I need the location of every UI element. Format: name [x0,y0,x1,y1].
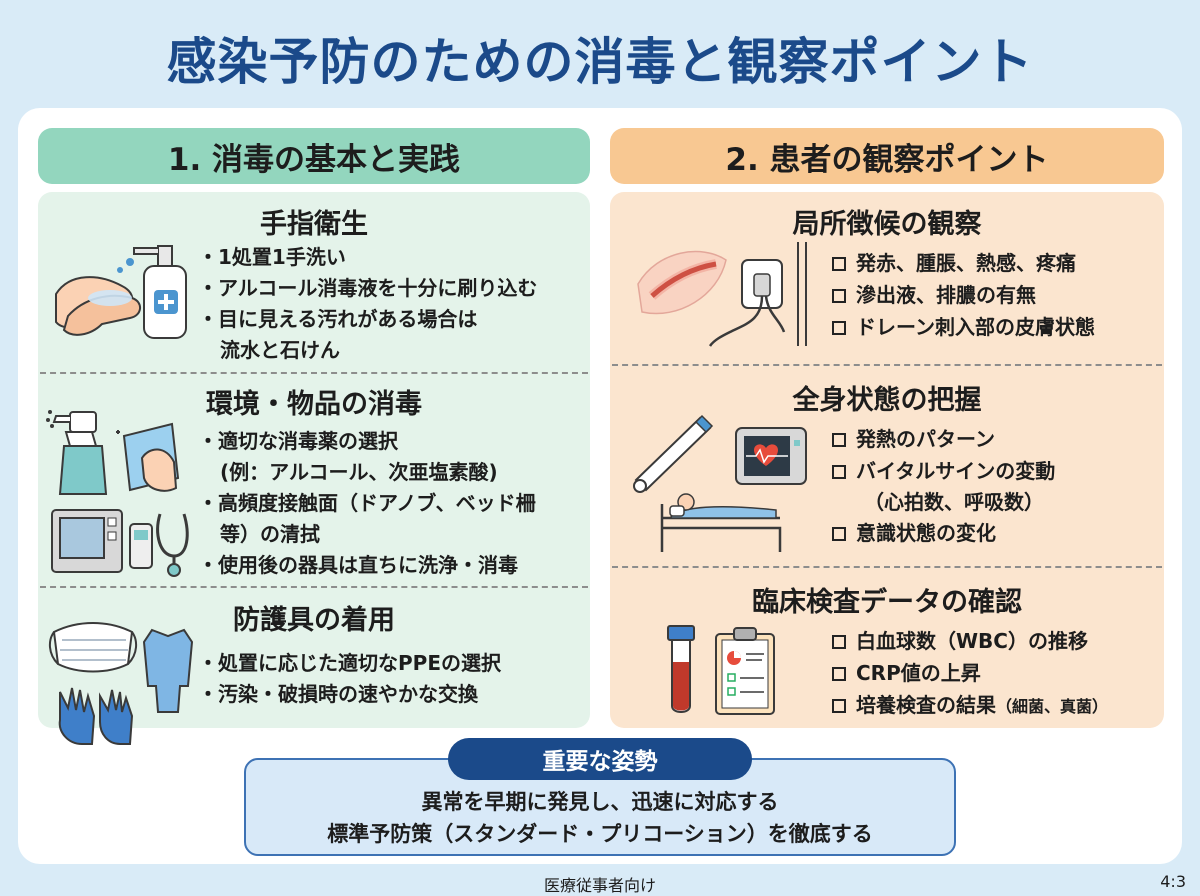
list-item: 等）の清拭 [220,522,320,546]
list-item: ・適切な消毒薬の選択 [198,429,398,453]
checklist-item: 白血球数（WBC）の推移 [832,626,1088,657]
checkbox-icon [832,257,846,271]
section-divider [612,566,1162,568]
list-item: ・高頻度接触面（ドアノブ、ベッド柵 [198,491,536,515]
checklist-item-note: （心拍数、呼吸数） [864,490,1044,514]
footer-ratio: 4:3 [1160,872,1186,891]
checklist-item: 意識状態の変化 [832,518,996,549]
list-item: ・目に見える汚れがある場合は [198,307,478,331]
section-divider [40,372,588,374]
important-label: 重要な姿勢 [448,738,752,780]
list-item: 流水と石けん [220,338,340,362]
important-line: 標準予防策（スタンダード・プリコーション）を徹底する [327,822,873,846]
checkbox-icon [832,321,846,335]
section-divider [40,586,588,588]
checklist-item: 滲出液、排膿の有無 [832,280,1036,311]
checklist-item: バイタルサインの変動 [832,456,1055,487]
blood-tube-clipboard-icon [664,624,780,724]
observation-header: 2. 患者の観察ポイント [610,128,1164,184]
disinfection-header: 1. 消毒の基本と実践 [38,128,590,184]
list-item: ・アルコール消毒液を十分に刷り込む [198,276,538,300]
checkbox-icon [832,699,846,713]
checkbox-icon [832,289,846,303]
wound-drain-icon [630,240,810,352]
list-item: ・処置に応じた適切なPPEの選択 [198,651,501,675]
list-item: ・1処置1手洗い [198,245,346,269]
checkbox-icon [832,667,846,681]
checklist-item: CRP値の上昇 [832,658,981,689]
spray-cloth-icon [46,402,186,502]
list-item: (例：アルコール、次亜塩素酸) [220,460,498,484]
checkbox-icon [832,465,846,479]
important-line: 異常を早期に発見し、迅速に対応する [421,790,779,814]
footer-audience: 医療従事者向け [543,876,656,895]
local-signs-title: 局所徴候の観察 [792,209,982,240]
list-item: ・汚染・破損時の速やかな交換 [198,682,478,706]
page-title: 感染予防のための消毒と観察ポイント [166,33,1034,91]
checklist-item: 発赤、腫脹、熱感、疼痛 [832,248,1076,279]
environment-disinfection-title: 環境・物品の消毒 [206,389,422,420]
ppe-icon [48,612,194,754]
thermometer-monitor-bed-icon [630,410,810,560]
checklist-item: 培養検査の結果（細菌、真菌） [832,690,1108,722]
section-divider [612,364,1162,366]
hand-hygiene-title: 手指衛生 [260,209,368,240]
checkbox-icon [832,433,846,447]
checklist-item: ドレーン刺入部の皮膚状態 [832,312,1095,343]
lab-data-title: 臨床検査データの確認 [752,587,1022,618]
list-item: ・使用後の器具は直ちに洗浄・消毒 [198,553,518,577]
hand-wash-icon [50,232,200,348]
checkbox-icon [832,635,846,649]
medical-devices-icon [50,504,192,582]
ppe-title: 防護具の着用 [233,605,395,636]
checklist-item: 発熱のパターン [832,424,995,455]
checkbox-icon [832,527,846,541]
general-condition-title: 全身状態の把握 [792,385,982,416]
